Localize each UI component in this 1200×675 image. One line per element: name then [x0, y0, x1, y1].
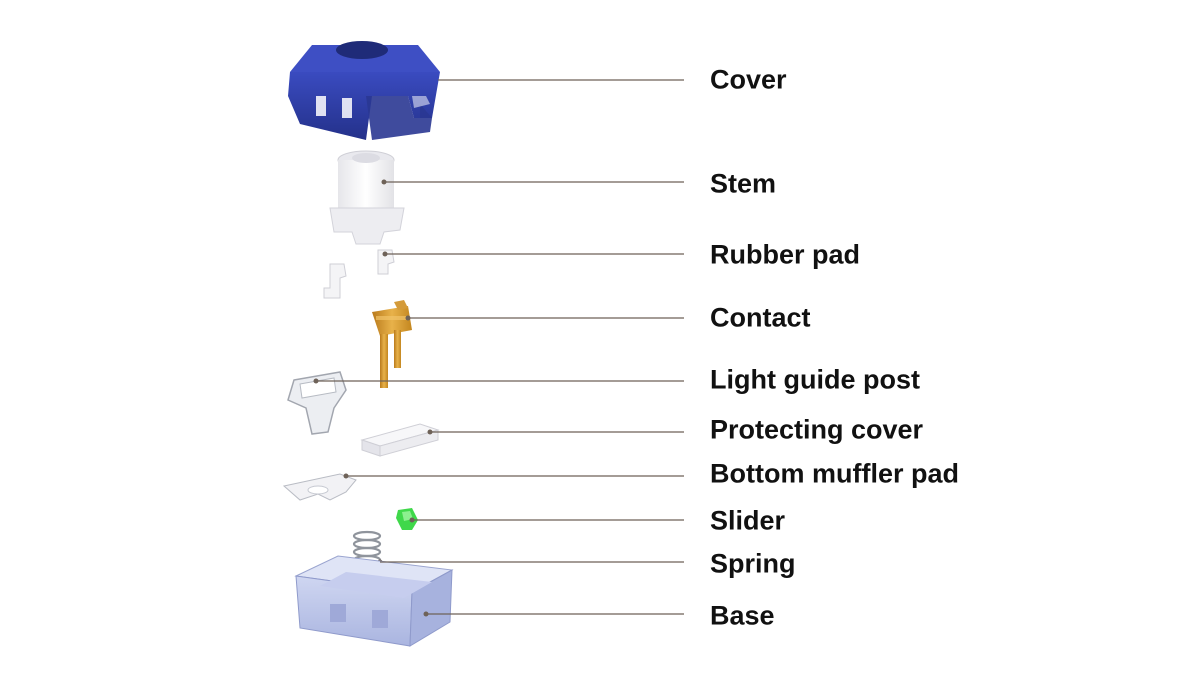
slider-part [396, 508, 418, 530]
label-slider: Slider [710, 505, 786, 536]
label-base: Base [710, 600, 775, 631]
label-stem: Stem [710, 168, 777, 199]
label-contact: Contact [710, 302, 811, 333]
label-protecting-cover: Protecting cover [710, 414, 924, 445]
label-rubber-pad: Rubber pad [710, 239, 861, 270]
label-cover: Cover [710, 64, 787, 95]
protecting-cover-part [360, 423, 440, 457]
label-spring: Spring [710, 548, 796, 579]
rubber-pad-part [323, 249, 395, 299]
label-bottom-muffler-pad: Bottom muffler pad [710, 458, 959, 489]
bottom-muffler-pad-part [282, 473, 357, 501]
base-part [294, 555, 454, 647]
stem-part [329, 150, 405, 245]
cover-part [288, 41, 440, 140]
leader-lines [316, 79, 684, 615]
label-light-guide-post: Light guide post [710, 364, 920, 395]
contact-part [372, 300, 412, 388]
